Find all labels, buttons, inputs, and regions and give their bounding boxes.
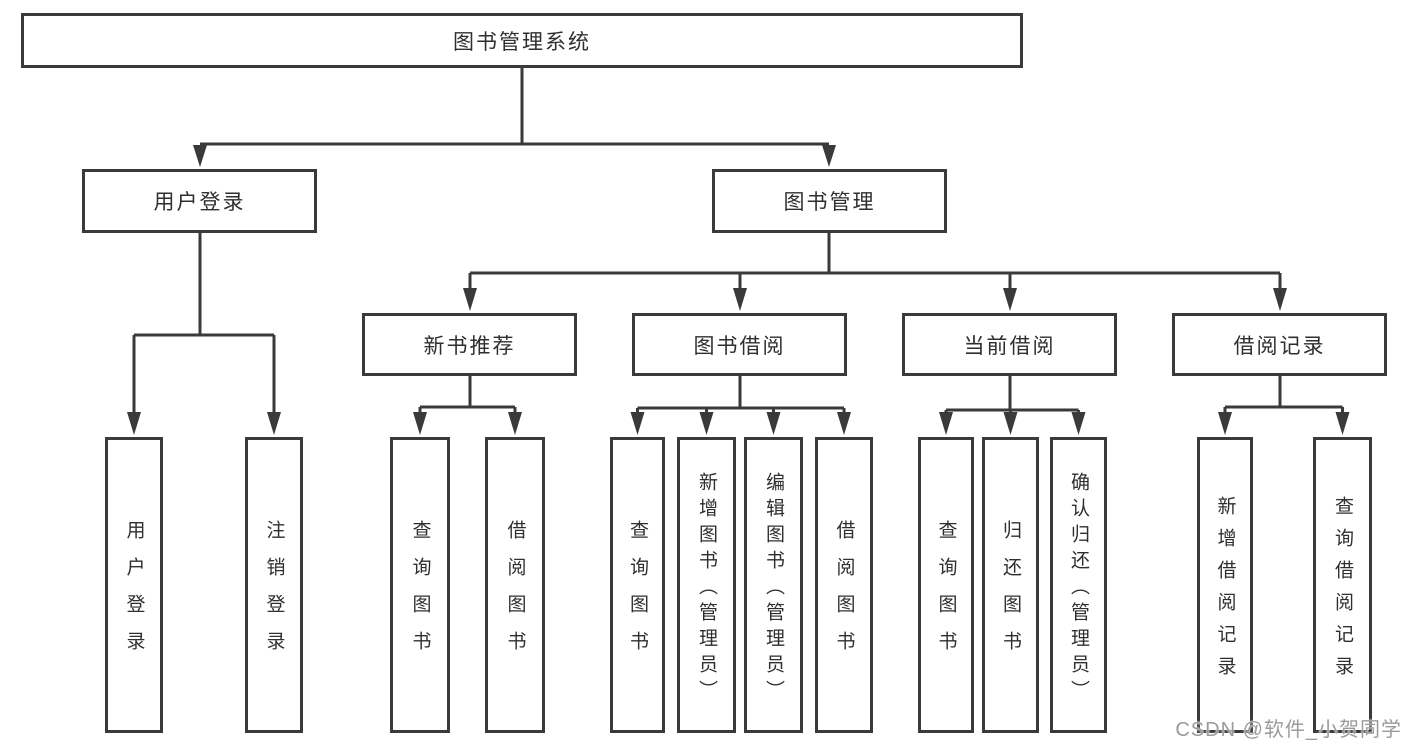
node-root-label: 图书管理系统 bbox=[453, 30, 591, 54]
node-root-system: 图书管理系统 bbox=[21, 13, 1023, 68]
leaf-user-login: 用户登录 bbox=[105, 437, 163, 733]
node-new-book-recommend-label: 新书推荐 bbox=[423, 334, 516, 358]
node-book-borrow-label: 图书借阅 bbox=[693, 334, 786, 358]
leaf-add-books-admin: 新增图书（管理员） bbox=[677, 437, 736, 733]
node-book-management: 图书管理 bbox=[712, 169, 947, 233]
csdn-watermark: CSDN @软件_小贺同学 bbox=[1175, 719, 1402, 741]
arrowheads bbox=[127, 145, 1350, 435]
node-current-borrow-label: 当前借阅 bbox=[963, 334, 1056, 358]
leaf-confirm-return-admin: 确认归还（管理员） bbox=[1050, 437, 1107, 733]
node-book-management-label: 图书管理 bbox=[783, 191, 876, 214]
leaf-borrow-books-label: 借阅图书 bbox=[833, 520, 855, 668]
leaf-return-books-label: 归还图书 bbox=[1000, 520, 1021, 668]
leaf-add-borrow-record: 新增借阅记录 bbox=[1197, 437, 1253, 733]
node-new-book-recommend: 新书推荐 bbox=[362, 313, 577, 376]
leaf-query-books-current: 查询图书 bbox=[918, 437, 974, 733]
leaf-logout-label: 注销登录 bbox=[263, 520, 285, 668]
leaf-borrow-books-recommend-label: 借阅图书 bbox=[504, 520, 526, 668]
node-user-login: 用户登录 bbox=[82, 169, 317, 233]
leaf-query-borrow-record: 查询借阅记录 bbox=[1313, 437, 1372, 733]
leaf-confirm-return-admin-label: 确认归还（管理员） bbox=[1068, 471, 1089, 706]
leaf-edit-books-admin: 编辑图书（管理员） bbox=[744, 437, 803, 733]
node-borrow-records-label: 借阅记录 bbox=[1233, 334, 1326, 358]
leaf-query-books-recommend: 查询图书 bbox=[390, 437, 450, 733]
leaf-return-books: 归还图书 bbox=[982, 437, 1039, 733]
leaf-query-borrow-record-label: 查询借阅记录 bbox=[1332, 495, 1353, 688]
leaf-query-books-borrow: 查询图书 bbox=[610, 437, 665, 733]
leaf-logout: 注销登录 bbox=[245, 437, 303, 733]
leaf-add-books-admin-label: 新增图书（管理员） bbox=[696, 471, 717, 706]
leaf-borrow-books-recommend: 借阅图书 bbox=[485, 437, 545, 733]
leaf-borrow-books: 借阅图书 bbox=[815, 437, 873, 733]
node-borrow-records: 借阅记录 bbox=[1172, 313, 1387, 376]
node-current-borrow: 当前借阅 bbox=[902, 313, 1117, 376]
node-book-borrow: 图书借阅 bbox=[632, 313, 847, 376]
leaf-add-borrow-record-label: 新增借阅记录 bbox=[1214, 495, 1236, 688]
leaf-edit-books-admin-label: 编辑图书（管理员） bbox=[763, 471, 784, 706]
leaf-query-books-borrow-label: 查询图书 bbox=[627, 520, 648, 668]
node-user-login-label: 用户登录 bbox=[153, 191, 246, 214]
leaf-user-login-label: 用户登录 bbox=[123, 520, 145, 668]
leaf-query-books-recommend-label: 查询图书 bbox=[409, 520, 431, 668]
leaf-query-books-current-label: 查询图书 bbox=[935, 520, 957, 668]
